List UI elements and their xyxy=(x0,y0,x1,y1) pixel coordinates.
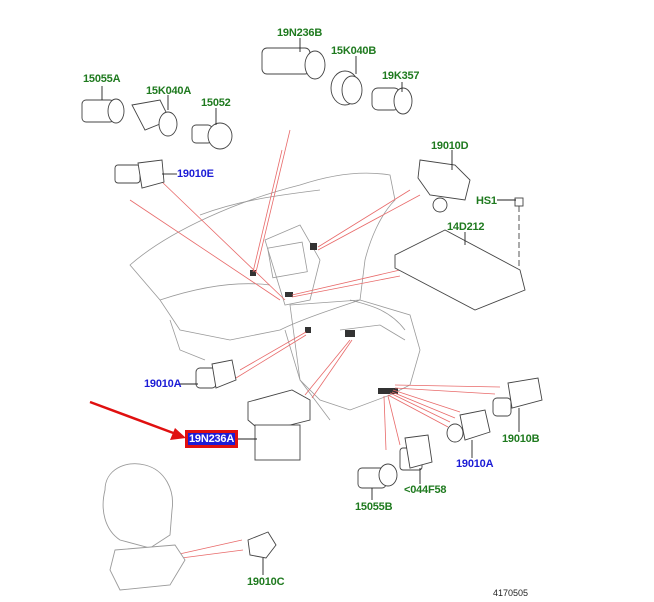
part-19N236A-switch xyxy=(247,389,311,461)
part-19N236B-socket xyxy=(261,47,326,80)
part-044F58-switch xyxy=(399,434,433,471)
part-15055B-socket xyxy=(357,463,398,489)
part-label[interactable]: HS1 xyxy=(476,195,497,207)
part-15052-lighter xyxy=(191,122,233,150)
center-console-outline xyxy=(289,299,421,411)
part-label[interactable]: 19010A xyxy=(456,458,494,470)
part-label[interactable]: 19010B xyxy=(502,433,540,445)
dashboard-outline xyxy=(129,172,396,341)
part-14D212-module xyxy=(394,229,526,311)
figure-number: 4170505 xyxy=(493,588,529,598)
part-15055A-socket xyxy=(81,98,125,124)
highlighted-part-label[interactable]: 19N236A xyxy=(184,430,239,448)
part-19010A-switch-right xyxy=(446,409,491,443)
part-label[interactable]: 19010C xyxy=(247,576,285,588)
part-label[interactable]: 14D212 xyxy=(447,221,485,233)
part-19010B-switch xyxy=(492,377,543,417)
part-label[interactable]: 15055A xyxy=(83,73,121,85)
part-19010E-switch xyxy=(114,159,165,189)
pointer-arrow xyxy=(89,400,186,440)
part-15K040A-bezel xyxy=(131,99,178,137)
part-label[interactable]: 15K040A xyxy=(146,85,192,97)
leader-lines xyxy=(129,129,501,561)
part-19K357-cap xyxy=(371,87,413,115)
part-label[interactable]: 19010D xyxy=(431,140,469,152)
part-15K040B-ring xyxy=(330,70,363,106)
part-19010A-switch-left xyxy=(195,359,237,389)
part-19010C-switch xyxy=(247,531,277,559)
part-label[interactable]: 19010A xyxy=(144,378,182,390)
part-label[interactable]: 15K040B xyxy=(331,45,377,57)
part-label[interactable]: 15055B xyxy=(355,501,393,513)
seat-outline xyxy=(102,463,186,591)
part-HS1-screw xyxy=(514,197,524,290)
part-label[interactable]: 19010E xyxy=(177,168,214,180)
part-label[interactable]: <044F58 xyxy=(404,484,447,496)
part-19010D-module xyxy=(417,159,471,213)
part-label[interactable]: 19N236B xyxy=(277,27,323,39)
part-label[interactable]: 19K357 xyxy=(382,70,420,82)
part-label[interactable]: 15052 xyxy=(201,97,231,109)
